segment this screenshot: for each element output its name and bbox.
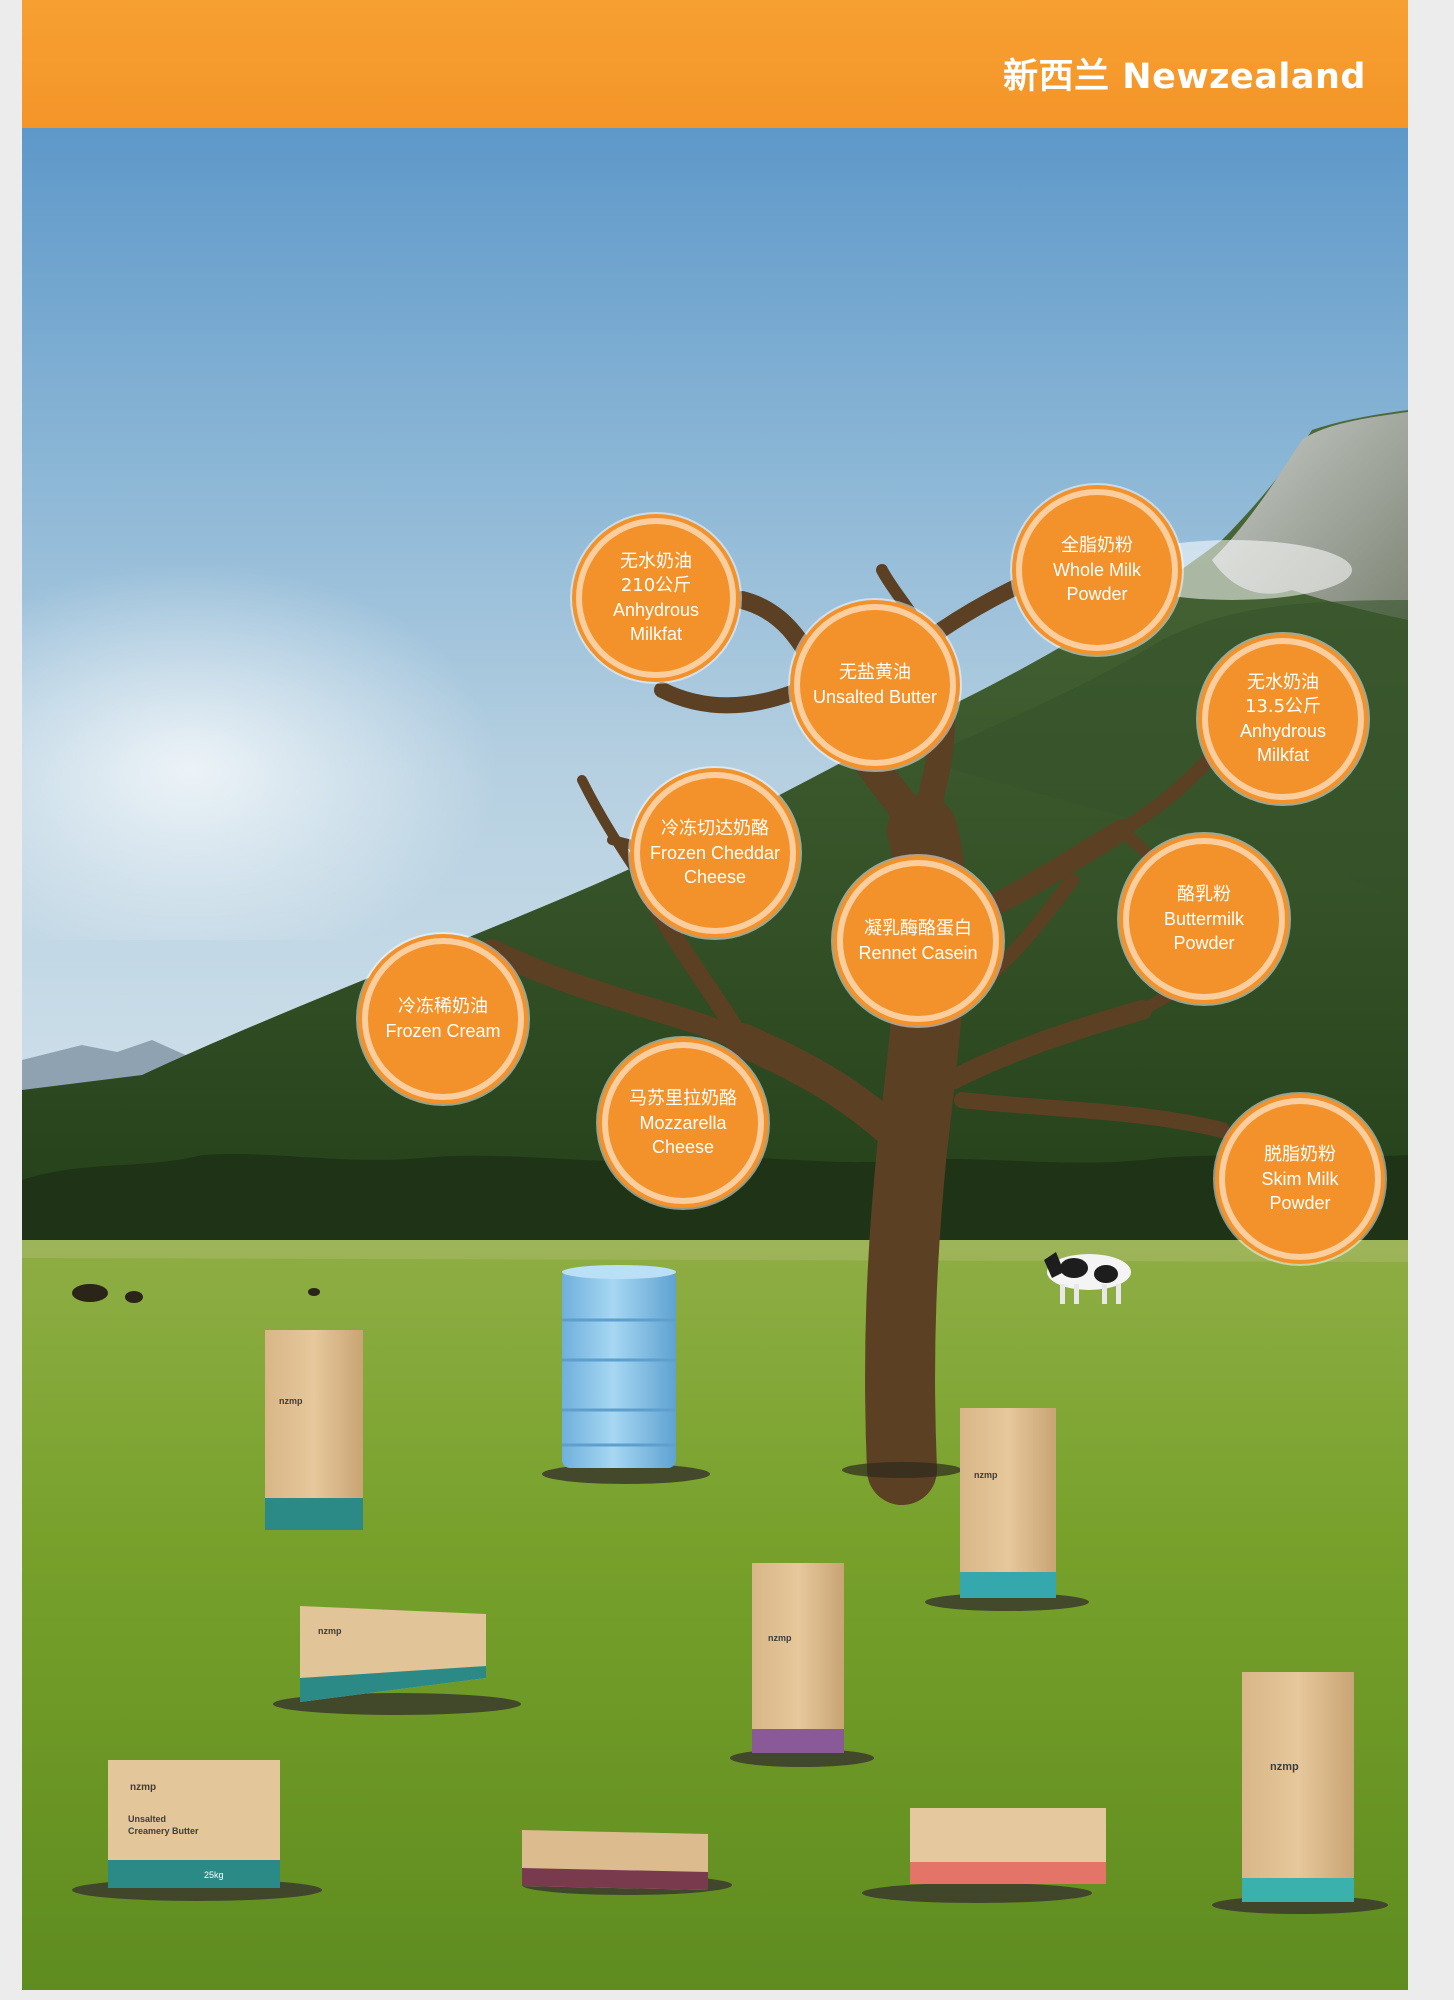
bubble-line: 冷冻稀奶油 bbox=[398, 996, 488, 1017]
bubble-line: Milkfat bbox=[629, 624, 682, 644]
bag-brand: nzmp bbox=[768, 1633, 792, 1643]
blue-drum bbox=[562, 1265, 676, 1468]
bubble-line: 脱脂奶粉 bbox=[1264, 1144, 1336, 1165]
box-line2: Creamery Butter bbox=[128, 1826, 199, 1836]
bubble-line: 凝乳酶酪蛋白 bbox=[864, 918, 972, 939]
box-mozzarella bbox=[910, 1808, 1106, 1884]
bag-brand: nzmp bbox=[1270, 1761, 1299, 1773]
bag-buttermilk: nzmp bbox=[265, 1330, 363, 1530]
tree-line bbox=[22, 1153, 1408, 1250]
bubble-line: Mozzarella bbox=[639, 1113, 727, 1133]
bubble-line: 马苏里拉奶酪 bbox=[629, 1088, 737, 1109]
bubble-line: 全脂奶粉 bbox=[1061, 535, 1133, 556]
bubble-line: Milkfat bbox=[1256, 745, 1309, 765]
bubble-line: Powder bbox=[1066, 584, 1128, 604]
page-title: 新西兰 Newzealand bbox=[1003, 57, 1366, 97]
distant-peaks bbox=[22, 1040, 212, 1090]
cloud bbox=[22, 560, 502, 940]
bubble-line: Cheese bbox=[651, 1137, 715, 1157]
bubble-frozen-cream: 冷冻稀奶油 Frozen Cream bbox=[368, 944, 518, 1094]
bubble-buttermilk-powder: 酪乳粉 Buttermilk Powder bbox=[1129, 844, 1279, 994]
bubble-line: 冷冻切达奶酪 bbox=[661, 818, 769, 839]
box-brand: nzmp bbox=[130, 1782, 156, 1793]
bubble-unsalted-butter: 无盐黄油 Unsalted Butter bbox=[800, 610, 950, 760]
header-banner: 新西兰 Newzealand bbox=[22, 0, 1408, 128]
brochure-page: nzmp nzmp nzmp nzmp nzmp nzmp Unsalted bbox=[22, 0, 1408, 1990]
bubble-line: 酪乳粉 bbox=[1177, 884, 1231, 905]
box-butter: nzmp Unsalted Creamery Butter 25kg bbox=[108, 1760, 280, 1888]
bubble-line: Frozen Cream bbox=[385, 1021, 501, 1041]
bubble-line: Cheese bbox=[683, 867, 747, 887]
bag-whole: nzmp bbox=[752, 1563, 844, 1753]
bubble-line: 无水奶油 bbox=[1247, 672, 1319, 693]
box-weight: 25kg bbox=[204, 1870, 224, 1880]
box-brown bbox=[522, 1830, 708, 1890]
bubble-line: Powder bbox=[1173, 933, 1235, 953]
bubble-line: Buttermilk bbox=[1163, 909, 1244, 929]
bubble-rennet-casein: 凝乳酶酪蛋白 Rennet Casein bbox=[843, 866, 993, 1016]
bag-right: nzmp bbox=[1242, 1672, 1354, 1902]
bubble-line: Frozen Cheddar bbox=[649, 843, 781, 863]
box-cheddar: nzmp bbox=[300, 1606, 486, 1702]
bubble-line: Rennet Casein bbox=[858, 943, 978, 963]
bubble-line: 13.5公斤 bbox=[1244, 696, 1322, 717]
bubble-anhydrous-milkfat-13: 无水奶油 13.5公斤 Anhydrous Milkfat bbox=[1208, 644, 1358, 794]
bubble-mozzarella-cheese: 马苏里拉奶酪 Mozzarella Cheese bbox=[608, 1048, 758, 1198]
bubble-line: Unsalted Butter bbox=[812, 687, 938, 707]
bubble-line: Anhydrous bbox=[612, 600, 700, 620]
bubble-line: Anhydrous bbox=[1239, 721, 1327, 741]
bubble-skim-milk-powder: 脱脂奶粉 Skim Milk Powder bbox=[1225, 1104, 1375, 1254]
bag-skim: nzmp bbox=[960, 1408, 1056, 1598]
bubble-line: 无水奶油 bbox=[620, 551, 692, 572]
landscape-illustration: nzmp nzmp nzmp nzmp nzmp nzmp Unsalted bbox=[22, 410, 1408, 1990]
bag-brand: nzmp bbox=[974, 1470, 998, 1480]
bubble-line: Whole Milk bbox=[1052, 560, 1141, 580]
bubble-line: Powder bbox=[1269, 1193, 1331, 1213]
box-line1: Unsalted bbox=[128, 1814, 166, 1824]
bubble-anhydrous-milkfat-210: 无水奶油 210公斤 Anhydrous Milkfat bbox=[582, 524, 730, 672]
bubble-line: 210公斤 bbox=[620, 575, 692, 596]
cow bbox=[1044, 1252, 1131, 1304]
bag-brand: nzmp bbox=[279, 1396, 303, 1406]
box-brand: nzmp bbox=[318, 1626, 342, 1636]
bubble-whole-milk-powder: 全脂奶粉 Whole Milk Powder bbox=[1022, 495, 1172, 645]
bubble-frozen-cheddar: 冷冻切达奶酪 Frozen Cheddar Cheese bbox=[640, 778, 790, 928]
bubble-line: 无盐黄油 bbox=[839, 662, 911, 683]
bubble-line: Skim Milk bbox=[1261, 1169, 1339, 1189]
distant-cows bbox=[72, 1284, 320, 1303]
